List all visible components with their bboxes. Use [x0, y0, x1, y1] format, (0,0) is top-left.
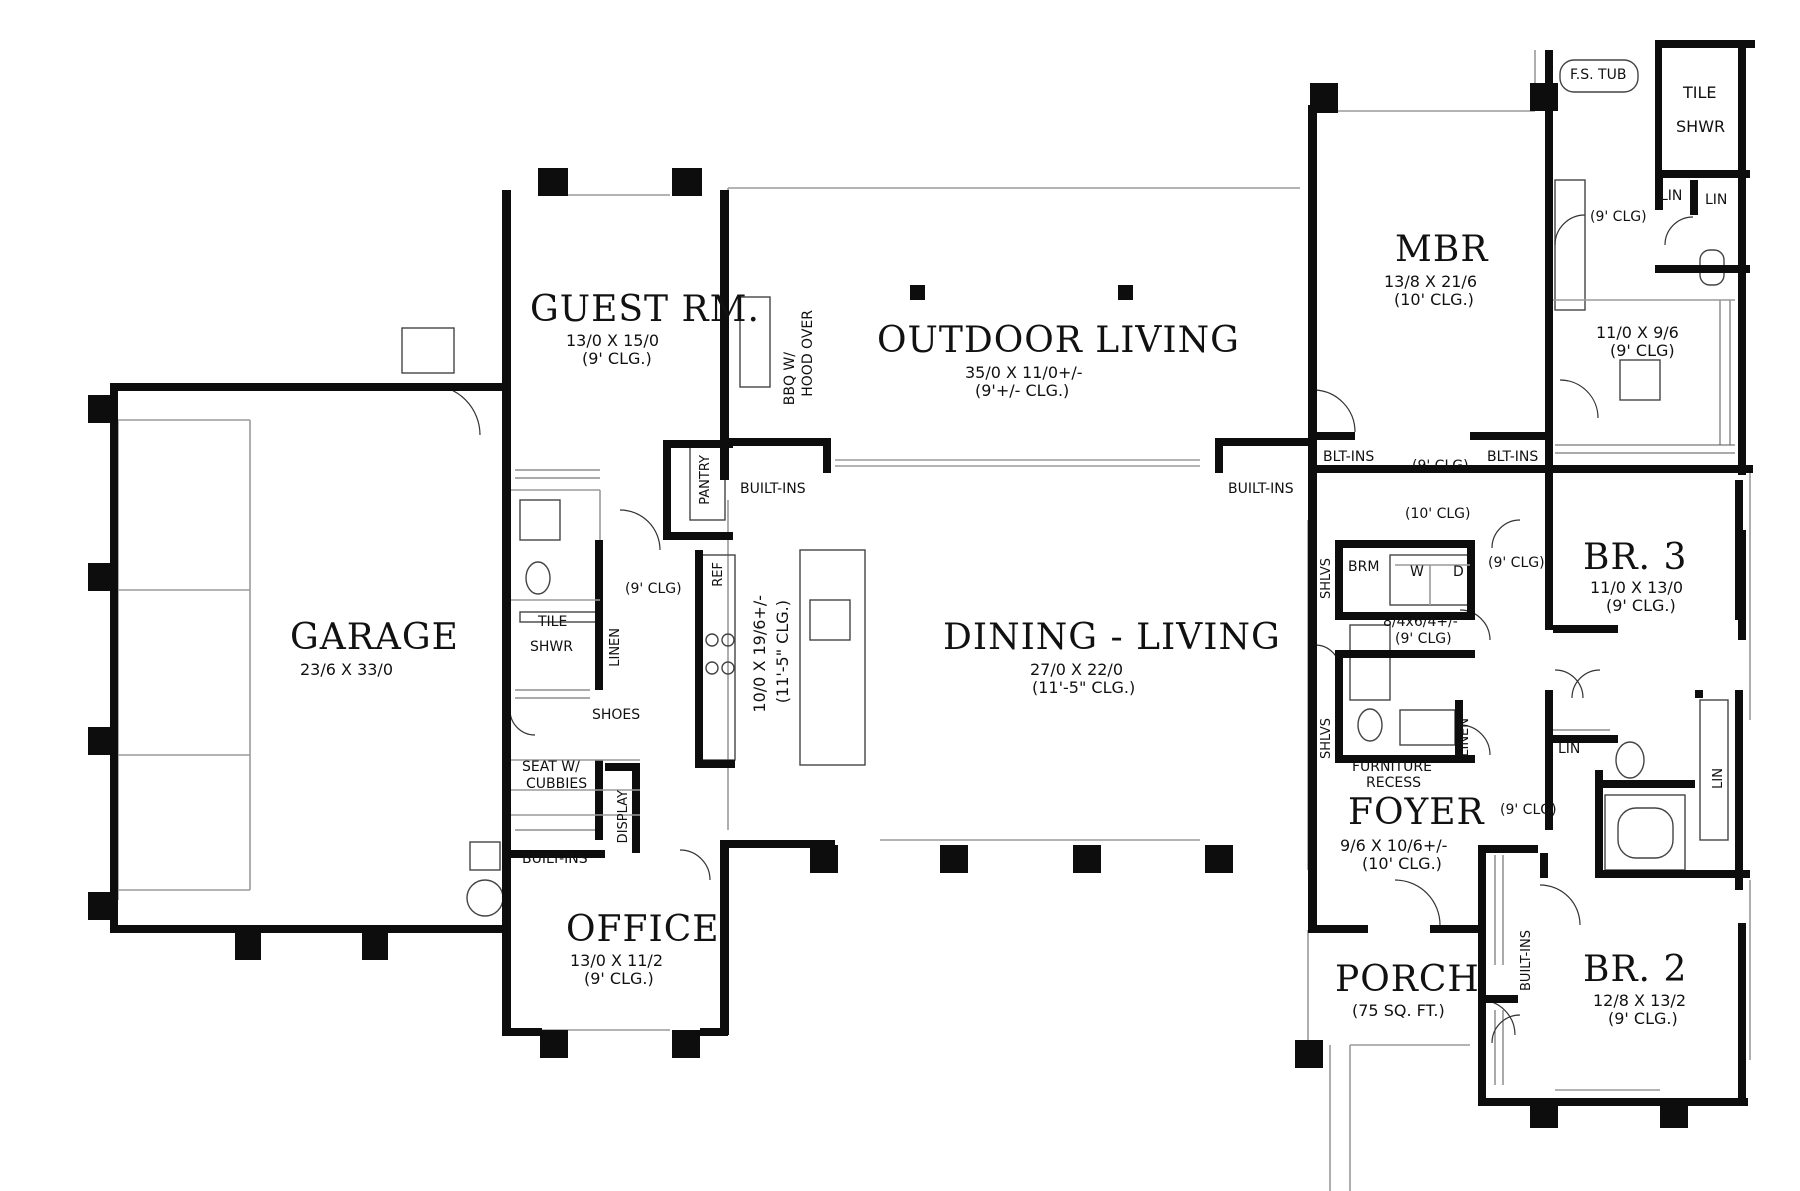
br3-dims: 11/0 X 13/0 — [1590, 578, 1683, 597]
br2-built-ins: BUILT-INS — [1519, 930, 1534, 991]
kitchen-ceiling: (11'-5" CLG.) — [773, 600, 792, 704]
guest-room-dims: 13/0 X 15/0 — [566, 331, 659, 350]
foyer-dims: 9/6 X 10/6+/- — [1340, 836, 1448, 855]
garage-name: GARAGE — [290, 617, 459, 658]
fs-tub-label: F.S. TUB — [1570, 67, 1627, 83]
office-ceiling: (9' CLG.) — [584, 969, 654, 988]
mbr-bath-ceiling: (9' CLG) — [1590, 209, 1647, 225]
mbr-blt-ins-left: BLT-INS — [1323, 449, 1375, 465]
furniture-recess-line2: RECESS — [1366, 775, 1421, 791]
br2-ceiling: (9' CLG.) — [1608, 1009, 1678, 1028]
display-label: DISPLAY — [616, 790, 631, 844]
garage-dims: 23/6 X 33/0 — [300, 660, 393, 679]
br3-hall-ceiling: (9' CLG) — [1488, 555, 1545, 571]
mbr-name: MBR — [1395, 229, 1489, 270]
mbr-bath-tile-label: TILE — [1683, 83, 1717, 102]
shlvs-label-2: SHLVS — [1319, 718, 1334, 759]
door-swings — [429, 214, 1694, 1044]
shlvs-label-1: SHLVS — [1319, 558, 1334, 599]
guest-room-ceiling: (9' CLG.) — [582, 349, 652, 368]
outdoor-living-dims: 35/0 X 11/0+/- — [965, 363, 1083, 382]
foyer-name: FOYER — [1348, 792, 1485, 833]
outdoor-built-ins-left: BUILT-INS — [740, 481, 806, 497]
closet-ceiling: (9' CLG) — [1610, 341, 1675, 360]
hall-ceiling-10: (10' CLG) — [1405, 506, 1471, 522]
brm-label: BRM — [1348, 559, 1380, 575]
mbr-dims: 13/8 X 21/6 — [1384, 272, 1477, 291]
closet-dims: 11/0 X 9/6 — [1596, 323, 1679, 342]
guest-linen-label: LINEN — [608, 628, 623, 667]
br3-name: BR. 3 — [1583, 537, 1688, 578]
mbr-bath-shwr-label: SHWR — [1676, 117, 1726, 136]
br3-bath-ceiling: (9' CLG) — [1500, 802, 1557, 818]
dining-living-dims: 27/0 X 22/0 — [1030, 660, 1123, 679]
shoes-label: SHOES — [592, 707, 641, 723]
foyer-ceiling: (10' CLG.) — [1362, 854, 1442, 873]
walls — [88, 40, 1755, 1128]
dining-living-name: DINING - LIVING — [943, 617, 1281, 658]
porch-name: PORCH — [1335, 959, 1480, 1000]
office-dims: 13/0 X 11/2 — [570, 951, 663, 970]
kitchen-dims: 10/0 X 19/6+/- — [750, 595, 769, 713]
br2-dims: 12/8 X 13/2 — [1593, 991, 1686, 1010]
washer-label: W — [1410, 564, 1424, 580]
interior-partitions — [511, 299, 1735, 816]
dining-living-ceiling: (11'-5" CLG.) — [1032, 678, 1136, 697]
office-name: OFFICE — [566, 909, 720, 950]
br3-bath-lin-label: LIN — [1711, 768, 1726, 789]
laundry-ceiling: (9' CLG) — [1395, 631, 1452, 647]
porch-dims: (75 SQ. FT.) — [1352, 1001, 1445, 1020]
mbr-lin-label-1: LIN — [1660, 188, 1683, 204]
bbq-label-line1: BBQ W/ — [782, 352, 798, 406]
seat-label-line1: SEAT W/ — [522, 759, 580, 775]
br3-ceiling: (9' CLG.) — [1606, 596, 1676, 615]
bbq-label-line2: HOOD OVER — [800, 310, 816, 397]
outdoor-living-ceiling: (9'+/- CLG.) — [975, 381, 1070, 400]
ref-label: REF — [711, 562, 726, 587]
dryer-label: D — [1453, 564, 1464, 580]
guest-room-name: GUEST RM. — [530, 289, 760, 330]
mbr-lin-label-2: LIN — [1705, 192, 1728, 208]
guest-bath-tile-label: TILE — [538, 614, 568, 630]
outdoor-living-name: OUTDOOR LIVING — [877, 320, 1240, 361]
seat-label-line2: CUBBIES — [526, 776, 588, 792]
guest-bath-ceiling: (9' CLG) — [625, 581, 682, 597]
laundry-dims: 8/4x6/4+/- — [1383, 614, 1458, 630]
pantry-label: PANTRY — [698, 455, 713, 505]
office-built-ins: BUILT-INS — [522, 851, 588, 867]
hall-linen-label: LINEN — [1457, 718, 1472, 757]
outdoor-built-ins-right: BUILT-INS — [1228, 481, 1294, 497]
mbr-blt-ins-right: BLT-INS — [1487, 449, 1539, 465]
guest-bath-shwr-label: SHWR — [530, 639, 573, 655]
furniture-recess-line1: FURNITURE — [1352, 759, 1433, 775]
br3-lin-label: LIN — [1558, 741, 1581, 757]
mbr-ceiling: (10' CLG.) — [1394, 290, 1474, 309]
br2-name: BR. 2 — [1583, 949, 1688, 990]
shelving-hatch — [515, 300, 1735, 1085]
hall-ceiling-9: (9' CLG) — [1412, 458, 1469, 474]
